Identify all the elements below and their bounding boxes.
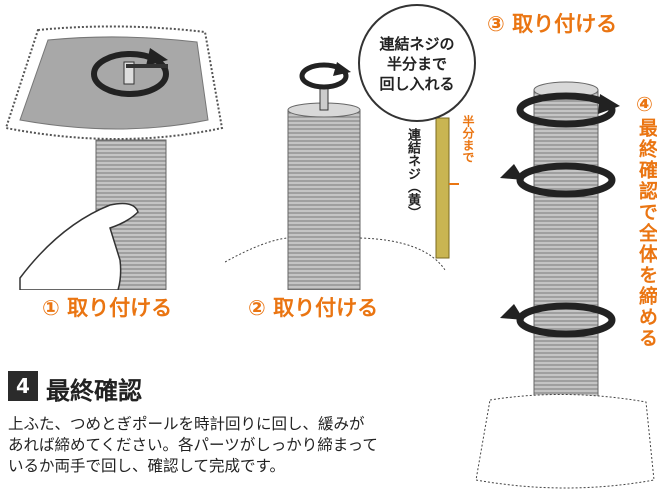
callout-bubble: 連結ネジの 半分まで 回し入れる [358,4,476,122]
step-4-caption: 最終確認で全体を締める [636,118,657,349]
callout-line: 回し入れる [379,75,455,93]
carpet-platform-top [19,36,209,130]
rotate-arrow-icon [516,302,616,338]
yellow-screw-icon [435,117,450,259]
callout-line: 連結ネジの [379,35,455,53]
pole-section [287,109,361,291]
rotate-arrow-icon [299,62,349,90]
step-4-number: ④ [636,92,653,116]
arrowhead-icon [500,304,524,320]
arrowhead-icon [500,164,524,180]
step-title: 最終確認 [46,377,142,405]
figure-1-caption: ① 取り付ける [42,296,173,320]
figure-3-illustration [470,40,657,489]
arrowhead-icon [146,48,168,66]
screw-icon [123,61,135,85]
figure-1-illustration [0,0,225,291]
figure-3-caption: ③ 取り付ける [487,12,618,36]
instruction-line: あれば締めてください。各パーツがしっかり締まって [8,436,378,454]
figure-1-drawing [4,25,224,291]
hand-icon [19,202,139,291]
connector-screw-icon [319,87,329,111]
rotate-arrow-icon [516,162,616,198]
rotate-arrow-icon [91,51,169,97]
figure-2-caption: ② 取り付ける [248,296,379,320]
figure-3-drawing [475,81,655,489]
instruction-line: いるか両手で回し、確認して完成です。 [8,457,285,475]
figure-2-illustration [224,0,485,291]
figure-2-drawing [224,62,459,291]
arrowhead-icon [598,94,620,114]
screw-label: 連結ネジ（黄） [405,128,420,219]
step-instructions: 上ふた、つめとぎポールを時計回りに回し、緩みが あれば締めてください。各パーツが… [8,414,453,477]
carpet-base [475,393,655,489]
rotate-arrow-icon [516,92,616,128]
carpet-base-edge [224,237,446,271]
instruction-line: 上ふた、つめとぎポールを時計回りに回し、緩みが [8,415,365,433]
step-number-badge: 4 [8,371,38,401]
callout-line: 半分まで [386,55,447,73]
half-label: 半分まで [461,115,475,163]
arrowhead-icon [333,62,351,76]
